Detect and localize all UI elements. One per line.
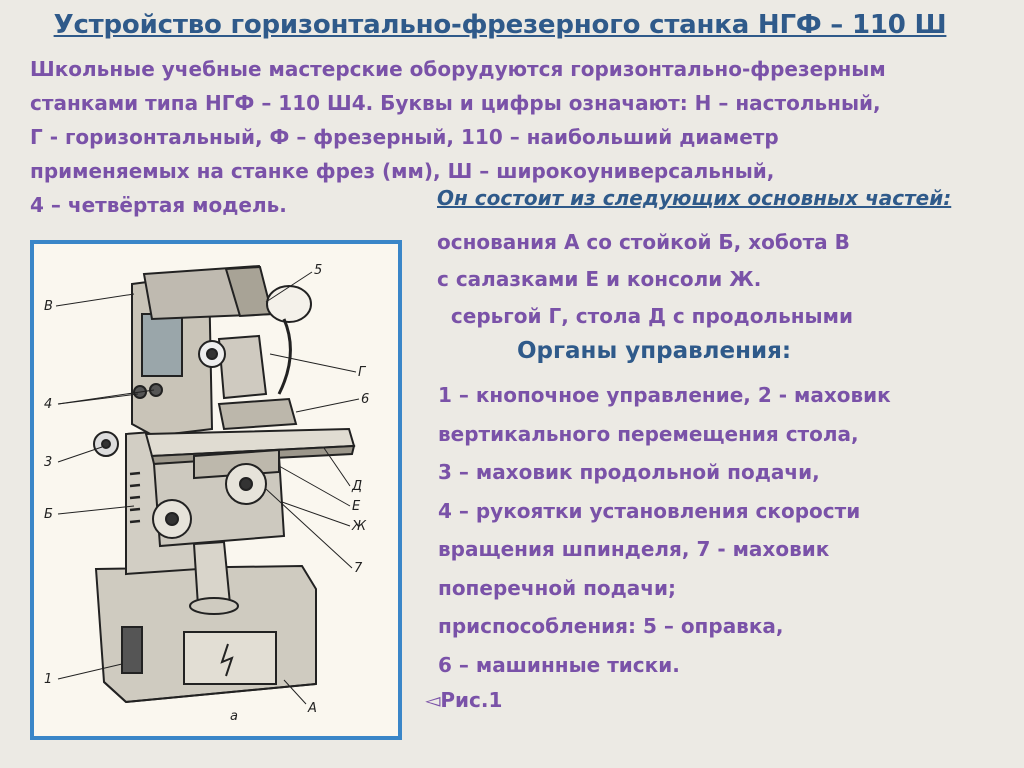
figure-label-v: В: [44, 299, 53, 314]
controls-line: 6 – машинные тиски.: [438, 652, 680, 677]
controls-line: 3 – маховик продольной подачи,: [438, 460, 820, 484]
intro-line: Г - горизонтальный, Ф – фрезерный, 110 –…: [30, 125, 779, 149]
milling-machine-figure: В 5 4 3 Б 1 Г 6 Д Е Ж 7 а А: [30, 240, 402, 740]
figure-label-e: Е: [352, 499, 361, 514]
intro-line: применяемых на станке фрез (мм), Ш – шир…: [30, 159, 775, 183]
intro-line: станками типа НГФ – 110 Ш4. Буквы и цифр…: [30, 91, 881, 115]
controls-heading: Органы управления:: [517, 338, 792, 364]
controls-line: 1 – кнопочное управление, 2 - маховик: [438, 383, 891, 407]
figure-label-5: 5: [314, 263, 322, 278]
controls-line: 4 – рукоятки установления скорости: [438, 498, 861, 523]
figure-label-d: Д: [351, 479, 362, 494]
intro-line: Школьные учебные мастерские оборудуются …: [30, 57, 886, 81]
figure-label-7: 7: [354, 561, 363, 576]
figure-label-6: 6: [361, 392, 369, 407]
figure-reference: ◅Рис.1: [425, 688, 503, 712]
parts-heading: Он состоит из следующих основных частей:: [437, 186, 952, 210]
intro-text: Школьные учебные мастерские оборудуются …: [30, 52, 1000, 222]
figure-label-zh: Ж: [351, 519, 367, 534]
figure-label-3: 3: [44, 455, 52, 470]
controls-line: вертикального перемещения стола,: [438, 421, 859, 446]
controls-line: приспособления: 5 – оправка,: [438, 614, 784, 638]
controls-list: 1 – кнопочное управление, 2 - маховик ве…: [438, 376, 891, 684]
parts-line: основания А со стойкой Б, хобота В: [437, 230, 850, 254]
figure-label-1: 1: [44, 672, 52, 687]
parts-list: основания А со стойкой Б, хобота В с сал…: [437, 224, 853, 335]
figure-label-4: 4: [44, 397, 52, 412]
controls-line: вращения шпинделя, 7 - маховик: [438, 537, 830, 561]
figure-label-a-big: А: [307, 701, 317, 716]
figure-label-g: Г: [358, 365, 367, 380]
parts-line: серьгой Г, стола Д с продольными: [437, 304, 853, 328]
controls-line: поперечной подачи;: [438, 575, 677, 600]
figure-label-a-small: а: [230, 709, 238, 724]
intro-line: 4 – четвёртая модель.: [30, 193, 287, 217]
slide-title: Устройство горизонтально-фрезерного стан…: [53, 10, 947, 40]
milling-machine-drawing: В 5 4 3 Б 1 Г 6 Д Е Ж 7 а А: [44, 263, 369, 724]
parts-line: с салазками Е и консоли Ж.: [437, 267, 762, 291]
figure-label-b: Б: [44, 507, 53, 522]
